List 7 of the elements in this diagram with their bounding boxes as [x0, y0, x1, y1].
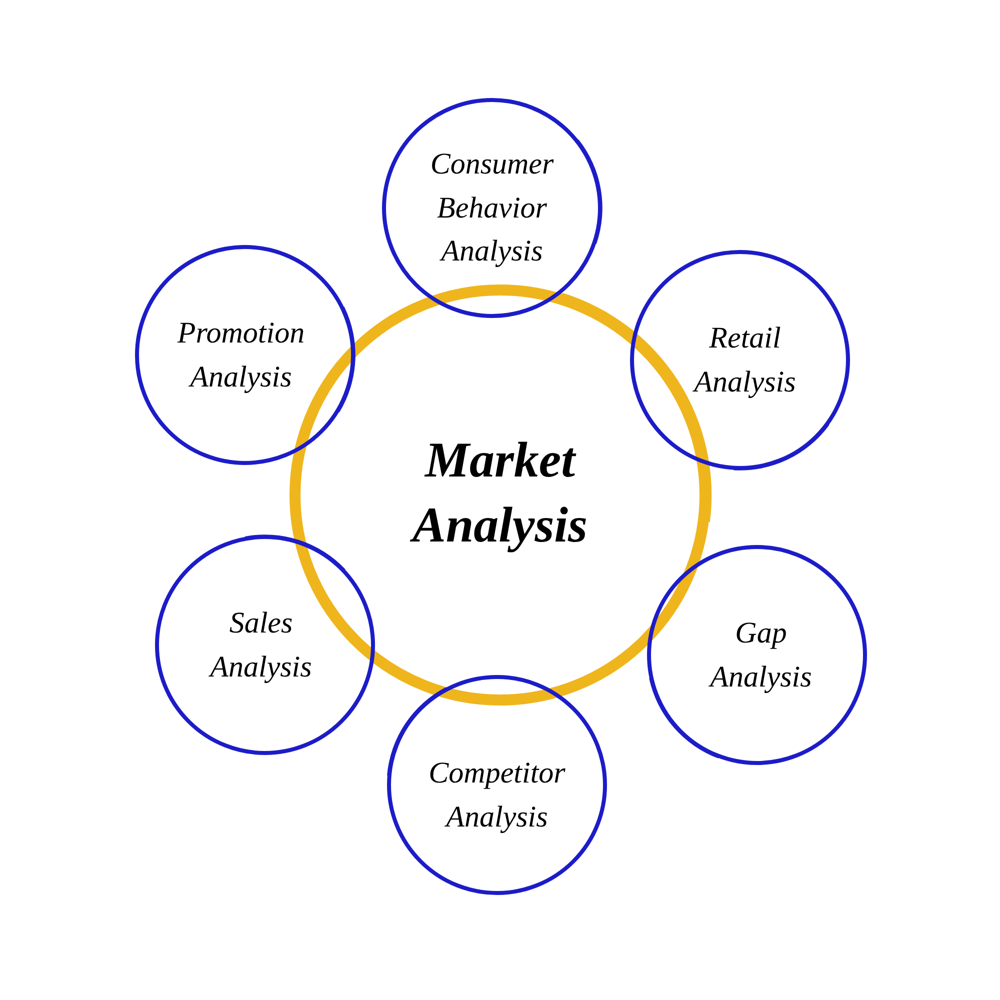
topic-label: Competitor Analysis: [428, 755, 566, 835]
topic-label: Consumer Behavior Analysis: [429, 146, 555, 270]
topic-label: Sales Analysis: [208, 605, 313, 685]
center-title: Market Analysis: [409, 430, 589, 554]
topic-label: Retail Analysis: [692, 320, 797, 400]
topic-label: Promotion Analysis: [176, 315, 306, 395]
topic-label: Gap Analysis: [708, 615, 813, 695]
